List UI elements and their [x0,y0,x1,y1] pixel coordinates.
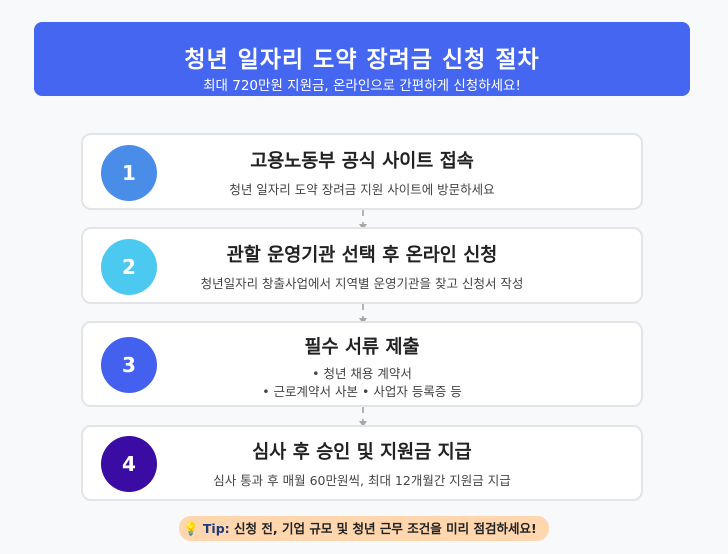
step-number-badge: 3 [101,337,157,393]
step-card-1: 1 고용노동부 공식 사이트 접속 청년 일자리 도약 장려금 지원 사이트에 … [81,133,643,210]
tip-text: 신청 전, 기업 규모 및 청년 근무 조건을 미리 점검하세요! [234,521,537,536]
step-card-3: 3 필수 서류 제출 • 청년 채용 계약서 • 근로계약서 사본 • 사업자 … [81,321,643,407]
step-number-badge: 2 [101,239,157,295]
step-title: 필수 서류 제출 [304,337,420,358]
step-number-badge: 1 [101,145,157,201]
step-bullet: • 근로계약서 사본 • 사업자 등록증 등 [262,384,462,399]
step-title: 관할 운영기관 선택 후 온라인 신청 [226,245,498,266]
arrow-down-icon [359,421,367,427]
step-card-2: 2 관할 운영기관 선택 후 온라인 신청 청년일자리 창출사업에서 지역별 운… [81,227,643,304]
tip-highlight: 💡Tip: 신청 전, 기업 규모 및 청년 근무 조건을 미리 점검하세요! [179,516,549,541]
tip-note: 💡Tip: 신청 전, 기업 규모 및 청년 근무 조건을 미리 점검하세요! [0,516,728,541]
arrow-connector [359,210,367,230]
header-banner: 청년 일자리 도약 장려금 신청 절차 최대 720만원 지원금, 온라인으로 … [34,22,690,96]
lightbulb-icon: 💡 [183,521,199,536]
step-number-badge: 4 [101,436,157,492]
arrow-connector [359,407,367,427]
step-title: 심사 후 승인 및 지원금 지급 [252,442,472,463]
tip-label: Tip: [202,521,230,536]
step-description: 청년일자리 창출사업에서 지역별 운영기관을 찾고 신청서 작성 [200,276,524,291]
step-card-4: 4 심사 후 승인 및 지원금 지급 심사 통과 후 매월 60만원씩, 최대 … [81,425,643,501]
step-description: 청년 일자리 도약 장려금 지원 사이트에 방문하세요 [229,182,495,197]
page-title: 청년 일자리 도약 장려금 신청 절차 [184,47,540,73]
step-title: 고용노동부 공식 사이트 접속 [250,151,474,172]
arrow-connector [359,304,367,324]
step-description: 심사 통과 후 매월 60만원씩, 최대 12개월간 지원금 지급 [213,473,511,488]
page-subtitle: 최대 720만원 지원금, 온라인으로 간편하게 신청하세요! [203,78,521,94]
step-bullet: • 청년 채용 계약서 [312,366,412,381]
